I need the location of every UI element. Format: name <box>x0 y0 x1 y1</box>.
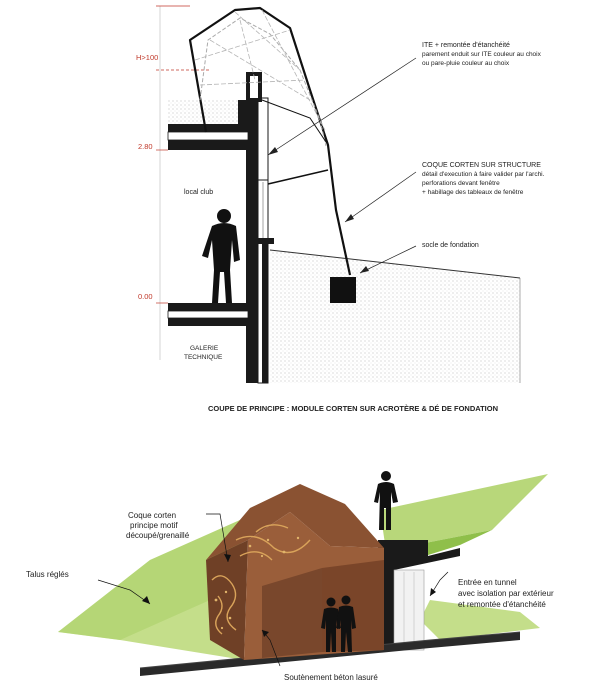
annotation-coque: COQUE CORTEN SUR STRUCTURE détail d'exec… <box>422 162 545 196</box>
parapet-inner <box>250 76 258 98</box>
base-slab <box>140 632 520 676</box>
coque-label-2: principe motif <box>130 521 178 530</box>
shell-to-wall-strut <box>267 169 329 185</box>
label-coque-corten: Coque corten principe motif découpé/gren… <box>126 511 190 540</box>
person-on-roof <box>374 471 398 530</box>
label-entree: Entrée en tunnel avec isolation par exté… <box>458 578 554 609</box>
corten-perforation-dots <box>214 536 300 630</box>
entree-label-1: Entrée en tunnel <box>458 578 517 587</box>
level-base-label: 0.00 <box>138 292 153 301</box>
coque-line-2: détail d'execution à faire valider par l… <box>422 171 545 178</box>
section-drawing: H>100 2.80 0.00 local club GALERIE TECHN… <box>136 5 545 413</box>
entree-label-3: et remontée d'étanchéité <box>458 600 546 609</box>
corten-shell-left <box>206 540 248 660</box>
shell-wall-connection <box>261 99 329 146</box>
retaining-wall <box>378 540 460 652</box>
roof-soil <box>168 100 240 124</box>
upper-slab-mid <box>167 131 249 141</box>
level-top-label: H>100 <box>136 53 158 62</box>
coque-label-1: Coque corten <box>128 511 176 520</box>
coque-line-3: perforations devant fenêtre <box>422 180 500 187</box>
ground-line <box>269 249 521 279</box>
annotation-socle: socle de fondation <box>422 242 479 249</box>
person-silhouette <box>202 209 240 303</box>
label-talus: Talus réglés <box>26 570 69 579</box>
lower-slab-top <box>168 303 248 311</box>
corten-perforation-pattern <box>211 524 311 635</box>
soil-fill <box>270 250 520 383</box>
tunnel-entrance <box>393 569 425 651</box>
corten-entrance-opening <box>262 568 322 658</box>
level-mid-label: 2.80 <box>138 142 153 151</box>
annotation-ite: ITE + remontée d'étanchéité parement end… <box>422 42 542 67</box>
corten-inner-shadow <box>322 560 384 652</box>
gallery-label-2: TECHNIQUE <box>184 354 223 361</box>
leader-lines <box>267 57 417 274</box>
corten-shell-inner <box>199 17 327 147</box>
room-label: local club <box>184 189 213 196</box>
lower-slab-bottom <box>168 318 248 326</box>
corten-shell-roof <box>206 484 384 560</box>
coque-label-3: découpé/grenaillé <box>126 531 190 540</box>
entree-label-2: avec isolation par extérieur <box>458 589 554 598</box>
window-sill <box>248 238 274 244</box>
leader-arrows <box>268 147 369 273</box>
corten-structure-struts <box>194 9 326 131</box>
corten-shell-outline <box>188 6 352 276</box>
ite-line-1: ITE + remontée d'étanchéité <box>422 42 510 49</box>
slab-upstand <box>238 100 248 124</box>
talus-right <box>420 600 540 640</box>
coque-line-4: + habillage des tableaux de fenêtre <box>422 189 524 196</box>
foundation-block <box>330 277 356 303</box>
people-in-entrance <box>321 595 356 652</box>
base-slab-top <box>139 631 521 669</box>
wall-lower <box>262 240 268 383</box>
ite-line-3: ou pare-pluie couleur au choix <box>422 60 510 67</box>
ite-line-2: parement enduit sur ITE couleur au choix <box>422 51 542 58</box>
upper-slab-bottom <box>168 140 248 150</box>
lower-slab-mid <box>167 310 249 319</box>
section-caption: COUPE DE PRINCIPE : MODULE CORTEN SUR AC… <box>208 404 498 413</box>
level-marks: H>100 2.80 0.00 <box>136 5 210 360</box>
perspective-arrows <box>142 554 436 637</box>
label-soutenement: Soutènement béton lasuré <box>284 673 378 682</box>
coque-line-1: COQUE CORTEN SUR STRUCTURE <box>422 162 541 169</box>
perspective-drawing: Coque corten principe motif découpé/gren… <box>26 471 554 682</box>
gallery-label-1: GALERIE <box>190 345 219 352</box>
talus-left-shade <box>58 520 240 640</box>
green-roof <box>380 474 548 544</box>
upper-slab-top <box>168 124 248 132</box>
